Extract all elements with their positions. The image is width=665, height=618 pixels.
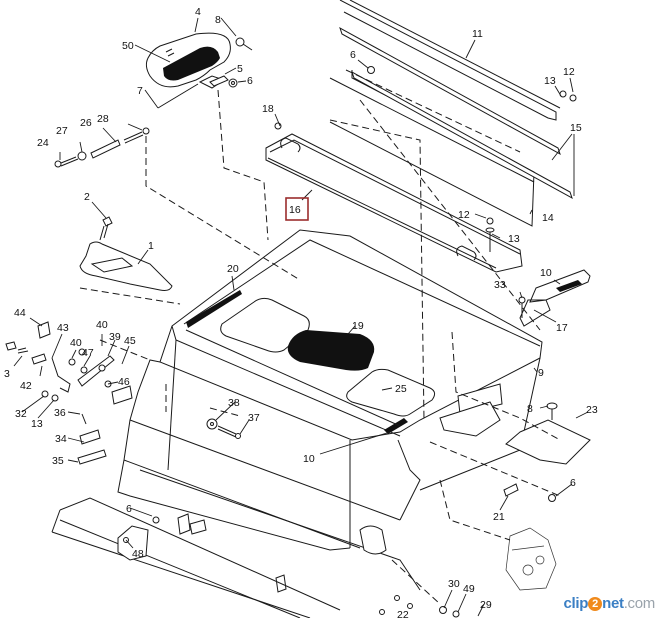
valve-unit [505, 527, 557, 591]
channel-part-11 [339, 0, 561, 121]
part-label[interactable]: 8 [527, 403, 533, 415]
nut-part-6-right [548, 494, 556, 502]
part-label[interactable]: 6 [247, 75, 253, 87]
part-label[interactable]: 50 [122, 40, 134, 52]
part-label[interactable]: 13 [31, 418, 43, 430]
plate-part-23 [505, 402, 591, 465]
watermark-clip: clip [563, 595, 589, 612]
lower-guard-panels [51, 497, 341, 618]
part-label[interactable]: 49 [463, 583, 475, 595]
part-label[interactable]: 45 [124, 335, 136, 347]
part-label[interactable]: 39 [109, 331, 121, 343]
part-label[interactable]: 23 [586, 404, 598, 416]
part-label[interactable]: 46 [118, 376, 130, 388]
part-label[interactable]: 44 [14, 307, 26, 319]
part-label[interactable]: 34 [55, 433, 67, 445]
part-label[interactable]: 27 [56, 125, 68, 137]
watermark-2-badge: 2 [588, 597, 603, 611]
screw-part-2 [99, 216, 113, 241]
part-label[interactable]: 19 [352, 320, 364, 332]
watermark-com: .com [623, 595, 656, 612]
part-label[interactable]: 26 [80, 117, 92, 129]
part-label[interactable]: 37 [248, 412, 260, 424]
lever-assembly [5, 321, 133, 465]
part-label[interactable]: 3 [4, 368, 10, 380]
bumper-part-38 [206, 418, 241, 439]
part-label[interactable]: 6 [126, 503, 132, 515]
part-label[interactable]: 12 [563, 66, 575, 78]
part-label[interactable]: 17 [556, 322, 568, 334]
part-label[interactable]: 32 [15, 408, 27, 420]
part-label[interactable]: 22 [397, 609, 409, 618]
part-label[interactable]: 6 [350, 49, 356, 61]
part-label[interactable]: 33 [494, 279, 506, 291]
alignment-lines [79, 69, 561, 605]
part-label[interactable]: 14 [542, 212, 554, 224]
part-label[interactable]: 10 [303, 453, 315, 465]
part-label[interactable]: 5 [237, 63, 243, 75]
part-label[interactable]: 12 [458, 209, 470, 221]
part-label[interactable]: 30 [448, 578, 460, 590]
top-panel-part-16 [265, 133, 523, 273]
part-label[interactable]: 11 [472, 28, 483, 40]
part-label[interactable]: 18 [262, 103, 274, 115]
part-label[interactable]: 7 [137, 85, 143, 97]
part-label[interactable]: 47 [82, 347, 94, 359]
part-label[interactable]: 40 [96, 319, 108, 331]
part-label[interactable]: 48 [132, 548, 144, 560]
part-label[interactable]: 8 [215, 14, 221, 26]
highlight-box-part-16 [285, 197, 309, 221]
part-label[interactable]: 29 [480, 599, 492, 611]
part-label[interactable]: 16 [289, 204, 301, 216]
part-label[interactable]: 40 [70, 337, 82, 349]
part-label[interactable]: 9 [538, 367, 544, 379]
hinge-part-5 [198, 75, 229, 89]
watermark-net: net [602, 595, 624, 612]
part-label[interactable]: 42 [20, 380, 32, 392]
screw-part-8 [235, 37, 253, 51]
nut-part-6 [228, 78, 238, 88]
part-label[interactable]: 36 [54, 407, 66, 419]
part-label[interactable]: 28 [97, 113, 109, 125]
part-labels: 4 8 50 5 6 7 11 6 13 12 15 18 28 27 26 2… [4, 6, 598, 618]
part-label[interactable]: 21 [493, 511, 505, 523]
bolt-part-33 [518, 296, 526, 318]
step-part-10 [519, 269, 591, 327]
part-label[interactable]: 25 [395, 383, 407, 395]
part-label[interactable]: 20 [227, 263, 239, 275]
part-label[interactable]: 38 [228, 397, 240, 409]
part-label[interactable]: 24 [37, 137, 49, 149]
rod-part-7 [157, 83, 199, 109]
part-label[interactable]: 2 [84, 191, 90, 203]
pin-part-21 [503, 483, 519, 497]
rod-linkage [54, 127, 150, 168]
part-label[interactable]: 13 [544, 75, 556, 87]
part-label[interactable]: 1 [148, 240, 154, 252]
access-cover-part-4 [145, 32, 231, 88]
part-label[interactable]: 15 [570, 122, 582, 134]
bracket-part-1 [79, 241, 173, 291]
part-label[interactable]: 35 [52, 455, 64, 467]
part-label[interactable]: 4 [195, 6, 201, 18]
part-label[interactable]: 6 [570, 477, 576, 489]
part-label[interactable]: 13 [508, 233, 520, 245]
part-label[interactable]: 10 [540, 267, 552, 279]
bottom-fasteners [379, 595, 460, 618]
part-label[interactable]: 43 [57, 322, 69, 334]
fasteners-top [274, 66, 577, 252]
leader-lines [13, 17, 589, 617]
strip-part-15 [339, 26, 573, 200]
chassis-body-part-9 [117, 229, 543, 593]
